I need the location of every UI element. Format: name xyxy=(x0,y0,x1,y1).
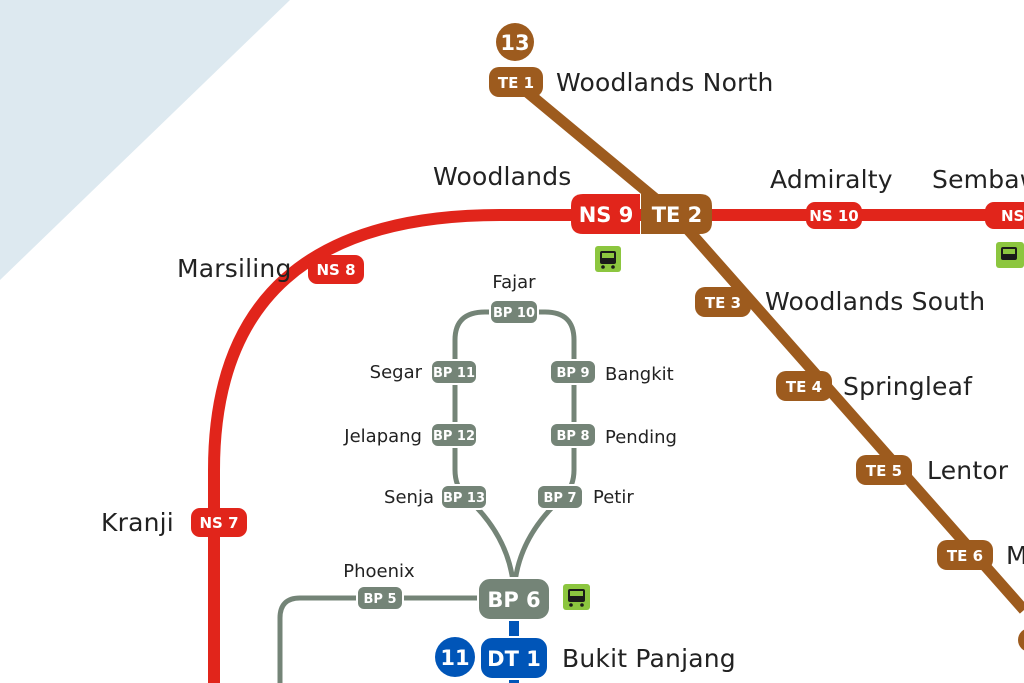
svg-text:Admiralty: Admiralty xyxy=(770,165,893,194)
svg-text:BP 7: BP 7 xyxy=(543,491,576,506)
svg-text:TE 5: TE 5 xyxy=(866,462,902,480)
station-jelapang[interactable]: Jelapang BP 12 xyxy=(343,422,478,448)
svg-text:Bukit Panjang: Bukit Panjang xyxy=(562,644,736,673)
station-petir[interactable]: BP 7 Petir xyxy=(536,484,634,510)
station-sembawang[interactable]: Sembaw NS 1 xyxy=(932,165,1024,229)
station-kranji[interactable]: Kranji NS 7 xyxy=(101,508,247,537)
svg-text:Woodlands North: Woodlands North xyxy=(556,68,774,97)
svg-text:Segar: Segar xyxy=(370,362,423,383)
svg-text:TE 2: TE 2 xyxy=(652,203,703,227)
svg-text:BP 11: BP 11 xyxy=(433,366,475,381)
station-senja[interactable]: Senja BP 13 xyxy=(384,484,488,510)
station-springleaf[interactable]: TE 4 Springleaf xyxy=(776,371,973,401)
svg-text:BP 13: BP 13 xyxy=(443,491,485,506)
ns-line xyxy=(208,209,1024,683)
svg-text:BP 9: BP 9 xyxy=(556,366,589,381)
svg-text:NS 1: NS 1 xyxy=(1001,207,1024,225)
station-mayflower[interactable]: TE 6 M xyxy=(937,540,1024,570)
svg-text:Senja: Senja xyxy=(384,487,434,508)
svg-text:Springleaf: Springleaf xyxy=(843,372,973,401)
svg-text:13: 13 xyxy=(500,31,529,55)
svg-text:Fajar: Fajar xyxy=(492,272,536,293)
station-bangkit[interactable]: BP 9 Bangkit xyxy=(549,359,674,385)
svg-text:Petir: Petir xyxy=(593,487,634,508)
svg-text:BP 6: BP 6 xyxy=(487,588,540,612)
bus-interchange-icon xyxy=(996,242,1024,268)
station-segar[interactable]: Segar BP 11 xyxy=(370,359,478,385)
svg-text:Sembaw: Sembaw xyxy=(932,165,1024,194)
svg-text:NS 7: NS 7 xyxy=(199,514,238,532)
station-phoenix[interactable]: Phoenix BP 5 xyxy=(343,561,415,611)
bp-line-west xyxy=(277,595,514,683)
te-next-station-marker xyxy=(1018,629,1024,651)
svg-text:TE 3: TE 3 xyxy=(705,294,741,312)
svg-text:Marsiling: Marsiling xyxy=(177,254,292,283)
svg-text:Woodlands: Woodlands xyxy=(433,162,572,191)
bus-interchange-icon xyxy=(595,246,621,272)
svg-text:BP 8: BP 8 xyxy=(556,429,589,444)
station-lentor[interactable]: TE 5 Lentor xyxy=(856,455,1009,485)
svg-text:Phoenix: Phoenix xyxy=(343,561,415,582)
station-bukit-panjang[interactable]: BP 6 DT 1 Bukit Panjang xyxy=(477,577,736,680)
svg-text:BP 10: BP 10 xyxy=(493,306,535,321)
station-admiralty[interactable]: Admiralty NS 10 xyxy=(770,165,893,229)
svg-text:BP 12: BP 12 xyxy=(433,429,475,444)
station-fajar[interactable]: Fajar BP 10 xyxy=(489,272,539,325)
station-pending[interactable]: BP 8 Pending xyxy=(549,422,677,448)
te-line xyxy=(511,77,1024,614)
water-area xyxy=(0,0,290,280)
svg-text:NS 9: NS 9 xyxy=(579,203,634,227)
station-woodlands-north[interactable]: TE 1 Woodlands North xyxy=(489,67,774,97)
svg-text:Pending: Pending xyxy=(605,427,677,448)
svg-text:Bangkit: Bangkit xyxy=(605,364,674,385)
station-marsiling[interactable]: Marsiling NS 8 xyxy=(177,254,364,284)
svg-text:11: 11 xyxy=(440,646,469,670)
svg-text:NS 10: NS 10 xyxy=(809,207,858,225)
svg-text:Woodlands South: Woodlands South xyxy=(765,287,985,316)
svg-text:Lentor: Lentor xyxy=(927,456,1009,485)
svg-text:DT 1: DT 1 xyxy=(487,647,541,671)
svg-text:BP 5: BP 5 xyxy=(363,592,396,607)
svg-text:TE 6: TE 6 xyxy=(947,547,983,565)
dt-line-number-badge: 11 xyxy=(435,637,475,677)
bus-interchange-icon xyxy=(563,584,590,610)
svg-text:Jelapang: Jelapang xyxy=(343,426,422,447)
svg-text:TE 1: TE 1 xyxy=(498,74,534,92)
station-woodlands-south[interactable]: TE 3 Woodlands South xyxy=(695,287,985,317)
svg-text:M: M xyxy=(1006,541,1024,570)
svg-text:NS 8: NS 8 xyxy=(316,261,355,279)
bp-loop xyxy=(452,309,577,599)
te-line-number-badge: 13 xyxy=(496,23,534,61)
svg-text:Kranji: Kranji xyxy=(101,508,174,537)
svg-text:TE 4: TE 4 xyxy=(786,378,822,396)
station-woodlands[interactable]: Woodlands NS 9 TE 2 xyxy=(433,162,712,234)
